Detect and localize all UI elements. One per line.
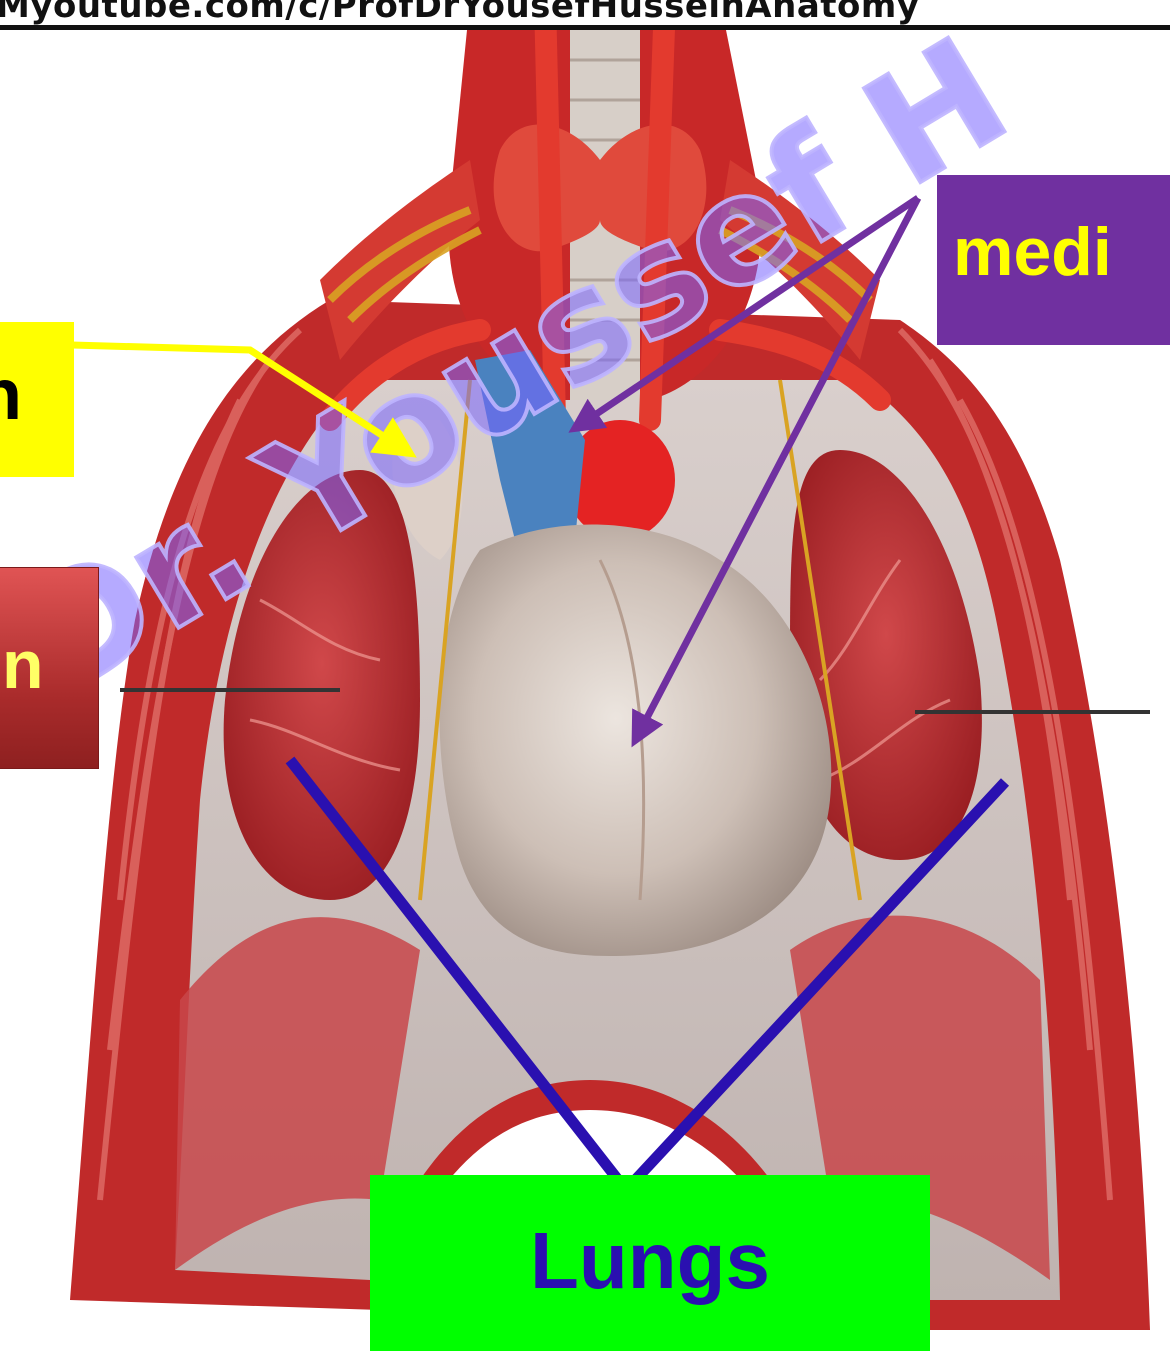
url-text: Myoutube.com/c/ProfDrYousefHusseinAnatom… [0, 0, 919, 26]
mediastinum-label-box: medi [937, 175, 1170, 345]
url-banner: Myoutube.com/c/ProfDrYousefHusseinAnatom… [0, 0, 1170, 26]
lungs-label-text: Lungs [370, 1215, 930, 1307]
red-label-box: n [0, 567, 99, 769]
red-label-text: n [2, 626, 44, 704]
purple-pointer-arrow-upper [580, 198, 918, 425]
mediastinum-label-text: medi [953, 213, 1112, 291]
lungs-label-box: Lungs [370, 1175, 930, 1351]
yellow-label-text: n [0, 354, 22, 436]
lungs-pointer-lines [290, 760, 1005, 1190]
header-rule [0, 25, 1170, 30]
yellow-label-box: n [0, 322, 74, 477]
purple-pointer-arrow-lower [638, 198, 918, 735]
yellow-pointer-arrow [72, 345, 405, 450]
